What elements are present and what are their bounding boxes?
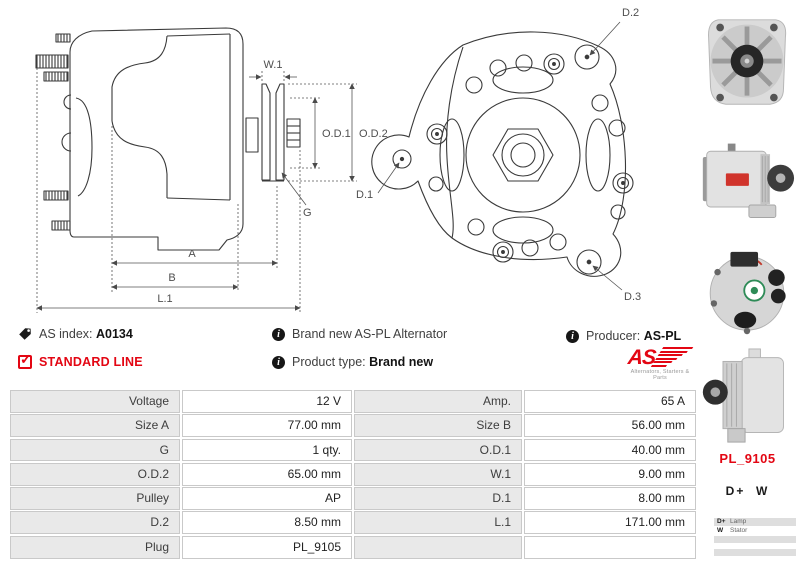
- product-photo-side-view-right[interactable]: [699, 126, 795, 238]
- spec-value: 40.00 mm: [524, 438, 696, 462]
- producer-text: Producer: AS-PL: [586, 329, 681, 343]
- spec-value: 77.00 mm: [182, 414, 352, 438]
- dim-label-d1: D.1: [356, 189, 373, 201]
- spec-label: O.D.2: [10, 462, 180, 486]
- plug-code: PL_9105: [719, 451, 776, 466]
- product-photo-back-view[interactable]: [701, 240, 793, 342]
- as-pl-logo-subtext: Alternators, Starters & Parts: [630, 369, 690, 381]
- spec-label: O.D.1: [354, 438, 522, 462]
- spec-label: D.1: [354, 487, 522, 510]
- standard-line: STANDARD LINE: [18, 351, 143, 369]
- legend-row: D+ Lamp: [714, 518, 796, 526]
- terminal-legend: D+ Lamp W Stator: [714, 518, 796, 557]
- info-icon: [566, 329, 579, 343]
- standard-line-label: STANDARD LINE: [39, 355, 143, 369]
- spec-label: G: [10, 438, 180, 462]
- spec-value: 56.00 mm: [524, 414, 696, 438]
- dim-label-od2: O.D.2: [359, 128, 388, 140]
- checkbox-checked-icon: [18, 351, 32, 369]
- spec-value: 65 A: [524, 390, 696, 413]
- dim-label-b: B: [168, 272, 175, 284]
- spec-value: 12 V: [182, 390, 352, 413]
- spec-label: [354, 535, 522, 559]
- spec-label: Size A: [10, 414, 180, 438]
- spec-value: [524, 535, 696, 559]
- table-row: Voltage 12 V Amp. 65 A: [10, 390, 696, 413]
- terminal-markings: D+ W: [725, 484, 770, 498]
- spec-label: D.2: [10, 511, 180, 535]
- dim-label-d2: D.2: [622, 7, 639, 19]
- spec-value: 65.00 mm: [182, 462, 352, 486]
- front-view-leaders: [377, 21, 623, 291]
- front-view-drawing: [371, 31, 634, 277]
- product-type-text: Product type: Brand new: [292, 355, 433, 369]
- as-pl-logo-stripes: [650, 347, 694, 368]
- info-icon: [272, 327, 285, 341]
- table-row: G 1 qty. O.D.1 40.00 mm: [10, 438, 696, 462]
- dim-label-a: A: [188, 248, 196, 260]
- producer-value: AS-PL: [643, 329, 682, 343]
- table-row: O.D.2 65.00 mm W.1 9.00 mm: [10, 462, 696, 486]
- info-icon: [272, 355, 285, 369]
- table-row: D.2 8.50 mm L.1 171.00 mm: [10, 511, 696, 535]
- technical-drawings: W.1 O.D.1 O.D.2 G A B L.1: [0, 0, 690, 322]
- spec-label: W.1: [354, 462, 522, 486]
- as-index-value: A0134: [96, 327, 133, 341]
- legend-key: W: [717, 527, 724, 534]
- spec-label: L.1: [354, 511, 522, 535]
- producer-info: Producer: AS-PL: [566, 329, 681, 343]
- legend-row: W Stator: [714, 527, 796, 535]
- table-row: Size A 77.00 mm Size B 56.00 mm: [10, 414, 696, 438]
- product-type-info: Product type: Brand new: [272, 355, 433, 369]
- product-photo-side-view-left[interactable]: [699, 342, 795, 450]
- legend-key: D+: [717, 518, 726, 525]
- spec-value: 171.00 mm: [524, 511, 696, 535]
- dim-label-l1: L.1: [157, 293, 172, 305]
- brand-new-text: Brand new AS-PL Alternator: [292, 327, 448, 341]
- spec-value: PL_9105: [182, 535, 352, 559]
- table-row: Plug PL_9105: [10, 535, 696, 559]
- as-pl-logo: AS Alternators, Starters & Parts: [627, 346, 698, 381]
- spec-label: Size B: [354, 414, 522, 438]
- spec-value: 8.50 mm: [182, 511, 352, 535]
- side-view-dimensions: [36, 68, 357, 313]
- legend-value: Stator: [730, 527, 748, 534]
- dim-label-g: G: [303, 207, 312, 219]
- product-type-value: Brand new: [369, 355, 434, 369]
- side-view-drawing: [35, 27, 301, 251]
- spec-label: Voltage: [10, 390, 180, 413]
- table-row: Pulley AP D.1 8.00 mm: [10, 487, 696, 510]
- tag-icon: [19, 328, 31, 340]
- dim-label-od1: O.D.1: [322, 128, 351, 140]
- spec-label: Pulley: [10, 487, 180, 510]
- spec-label: Plug: [10, 535, 180, 559]
- legend-row-empty: [714, 536, 796, 543]
- dim-label-d3: D.3: [624, 291, 641, 303]
- as-index-text: AS index: A0134: [39, 327, 133, 341]
- as-index: AS index: A0134: [18, 327, 133, 341]
- product-sidebar: PL_9105 D+ W D+ Lamp W Stator: [695, 0, 800, 569]
- dim-label-w1: W.1: [264, 59, 283, 71]
- product-photo-front-view[interactable]: [699, 2, 795, 124]
- as-index-label: AS index:: [39, 327, 93, 341]
- product-type-label: Product type:: [292, 355, 366, 369]
- dimension-diagram: W.1 O.D.1 O.D.2 G A B L.1: [35, 7, 641, 313]
- producer-label: Producer:: [586, 329, 641, 343]
- spec-value: AP: [182, 487, 352, 510]
- spec-value: 9.00 mm: [524, 462, 696, 486]
- spec-value: 1 qty.: [182, 438, 352, 462]
- legend-row-empty: [714, 549, 796, 556]
- brand-new-info: Brand new AS-PL Alternator: [272, 327, 447, 341]
- spec-table: Voltage 12 V Amp. 65 A Size A 77.00 mm S…: [10, 390, 696, 559]
- spec-value: 8.00 mm: [524, 487, 696, 510]
- legend-value: Lamp: [730, 518, 747, 525]
- spec-label: Amp.: [354, 390, 522, 413]
